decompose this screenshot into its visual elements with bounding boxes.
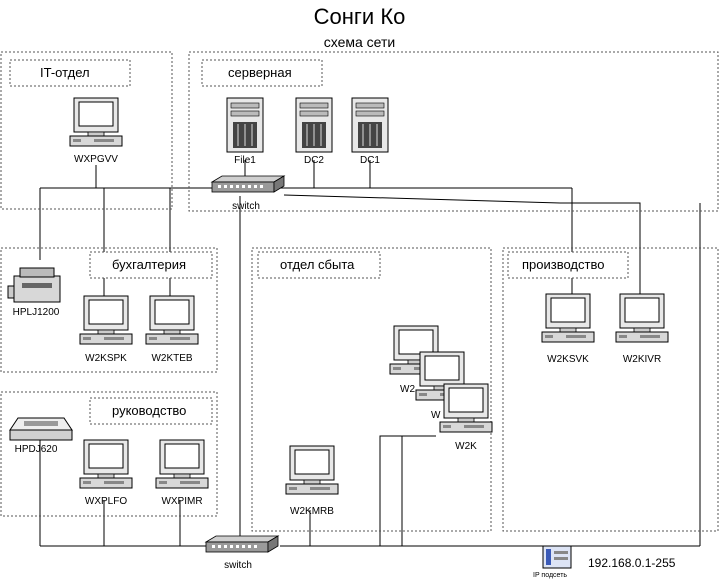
node-label-w2kspk: W2KSPK [85, 353, 127, 364]
diagram-title: Сонги Ко [313, 4, 406, 29]
server-icon-dc2[interactable] [295, 97, 333, 153]
node-label-w2k: W2K [455, 441, 477, 452]
ip-subnet-label: IP подсеть [533, 572, 568, 579]
node-label-w2kteb: W2KTEB [151, 353, 193, 364]
workstation-icon-w2kivr[interactable] [615, 293, 669, 343]
node-label-wxplfo: WXPLFO [84, 496, 128, 507]
node-label-w2kmrb: W2KMRB [290, 506, 334, 517]
zone-label-accounting: бухгалтерия [112, 257, 187, 272]
node-label-hplj1200: HPLJ1200 [12, 307, 60, 318]
zone-label-production: производство [522, 257, 605, 272]
workstation-icon-w2kspk[interactable] [79, 295, 133, 345]
node-label-switch-top: switch [232, 201, 260, 212]
server-icon-dc1[interactable] [351, 97, 389, 153]
zone-label-management: руководство [112, 403, 187, 418]
node-label-dc2: DC2 [303, 155, 324, 166]
workstation-icon-w2ksvk[interactable] [541, 293, 595, 343]
zone-label-sales: отдел сбыта [280, 257, 355, 272]
node-label-file1: File1 [234, 155, 256, 166]
workstation-icon-wxplfo[interactable] [79, 439, 133, 489]
node-label-wxpgvv: WXPGVV [74, 154, 118, 165]
switch-icon-top[interactable] [211, 175, 285, 193]
diagram-subtitle: схема сети [323, 34, 396, 50]
node-label-switch-bottom: switch [224, 560, 252, 571]
node-label-hpdj620: HPDJ620 [14, 444, 58, 455]
printer-icon-hpdj620[interactable] [9, 417, 73, 441]
ip-subnet-icon [542, 545, 572, 569]
workstation-icon-w2kteb[interactable] [145, 295, 199, 345]
workstation-icon-w2kmrb[interactable] [285, 445, 339, 495]
printer-icon-hplj1200[interactable] [7, 267, 61, 303]
node-label-w2-a: W2 [400, 384, 415, 395]
server-icon-file1[interactable] [226, 97, 264, 153]
workstation-icon-wxpgvv[interactable] [69, 97, 123, 147]
zone-label-server: серверная [228, 65, 292, 80]
node-label-w2kivr: W2KIVR [622, 354, 662, 365]
node-label-dc1: DC1 [359, 155, 380, 166]
ip-range-text: 192.168.0.1-255 [588, 556, 676, 570]
node-label-w2-b: W [431, 410, 441, 421]
switch-icon-bottom[interactable] [205, 535, 279, 553]
workstation-icon-wxpimr[interactable] [155, 439, 209, 489]
link-w2k-group [379, 435, 436, 546]
network-links [39, 160, 701, 547]
workstation-icon-w2k[interactable] [439, 383, 493, 433]
node-label-w2ksvk: W2KSVK [547, 354, 589, 365]
zone-label-it: IT-отдел [40, 65, 90, 80]
link-w2kivr [560, 202, 641, 295]
node-label-wxpimr: WXPIMR [161, 496, 203, 507]
